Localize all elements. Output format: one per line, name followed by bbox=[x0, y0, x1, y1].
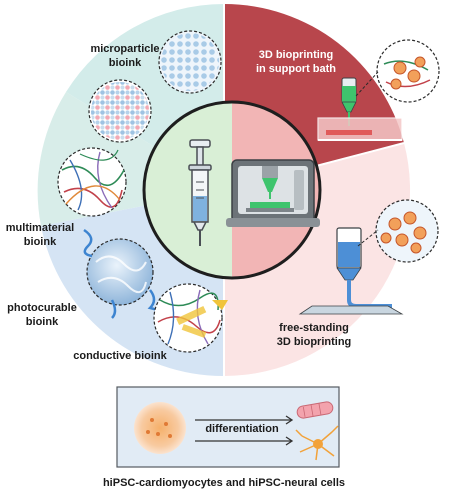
fiber-network-inset bbox=[57, 147, 127, 217]
microparticle-label-line2: bioink bbox=[109, 57, 142, 69]
free-standing-label-line2: 3D bioprinting bbox=[277, 336, 352, 348]
multimaterial-label-line1: multimaterial bbox=[6, 222, 74, 234]
syringe-icon bbox=[188, 139, 212, 246]
neuron-icon bbox=[295, 425, 339, 461]
differentiation-arrows bbox=[195, 415, 294, 446]
microparticle-label-line1: microparticle bbox=[90, 43, 159, 55]
support-bath-inset bbox=[376, 39, 440, 103]
microparticle-inset bbox=[88, 30, 222, 143]
free-standing-label-line1: free-standing bbox=[279, 322, 349, 334]
support-bath-label-line1: 3D bioprinting bbox=[259, 49, 334, 61]
spheroid-icon bbox=[134, 402, 186, 454]
cells-caption: hiPSC-cardiomyocytes and hiPSC-neural ce… bbox=[103, 477, 345, 489]
photocurable-label-line2: bioink bbox=[26, 316, 59, 328]
bioprinter-icon bbox=[226, 159, 320, 227]
conductive-inset bbox=[153, 283, 228, 353]
conductive-label: conductive bioink bbox=[73, 350, 167, 362]
free-standing-inset bbox=[375, 199, 439, 263]
photocurable-label-line1: photocurable bbox=[7, 302, 77, 314]
cardiomyocyte-icon bbox=[296, 401, 334, 419]
zoom-line bbox=[357, 229, 379, 247]
support-bath-label-line2: in support bath bbox=[256, 63, 336, 75]
free-standing-printer-icon bbox=[298, 227, 404, 315]
differentiation-label: differentiation bbox=[205, 423, 279, 435]
support-bath-icon bbox=[317, 77, 403, 141]
photocurable-inset bbox=[83, 228, 159, 319]
inner-circle-outline bbox=[142, 100, 322, 280]
multimaterial-label-line2: bioink bbox=[24, 236, 57, 248]
zoom-line bbox=[355, 71, 379, 97]
